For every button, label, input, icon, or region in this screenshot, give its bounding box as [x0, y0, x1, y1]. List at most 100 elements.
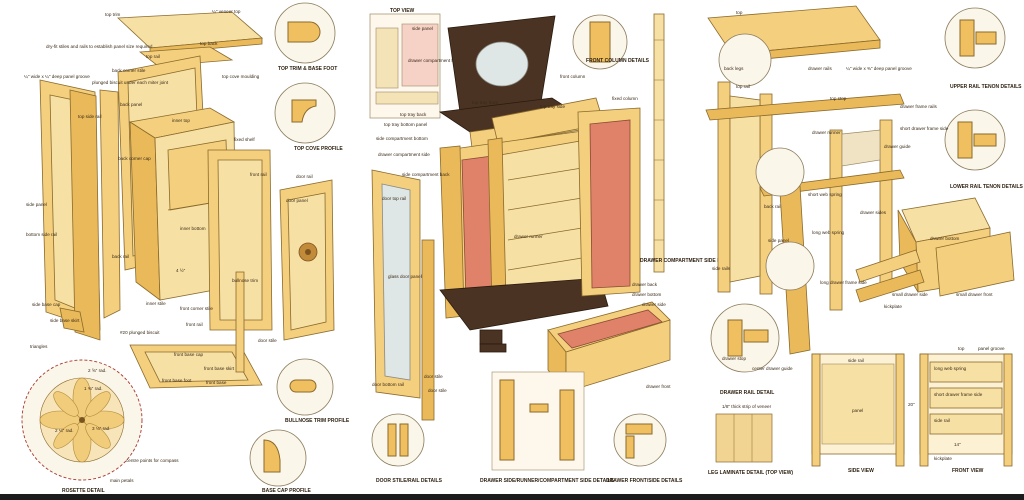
- top-view-drawing: TOP VIEW side panel drawer compartment f…: [369, 8, 461, 119]
- runner-detail-label: DRAWER SIDE/RUNNER/COMPARTMENT SIDE DETA…: [480, 478, 615, 484]
- nightstand-exploded-view: [705, 5, 1015, 355]
- drawer-detail: DRAWER FRONT/SIDE DETAILS: [606, 413, 683, 484]
- callout: small drawer side: [892, 292, 928, 297]
- door-detail: DOOR STILE/RAIL DETAILS: [371, 413, 443, 484]
- rosette-label: 1 ⅜" rad.: [84, 386, 103, 391]
- callout: inner top: [172, 118, 190, 123]
- callout: long web spring: [812, 230, 845, 235]
- callout: back rail: [764, 204, 781, 209]
- callout: drawer bottom: [632, 292, 662, 297]
- callout: top tray bottom panel: [384, 122, 427, 127]
- callout: drawer frame rails: [900, 104, 937, 109]
- callout: dry-fit stiles and rails to establish pa…: [46, 44, 153, 49]
- jewelry-box-callouts: front column top tray front top tray sid…: [372, 74, 671, 393]
- bullnose-detail-label: BULLNOSE TRIM PROFILE: [285, 418, 350, 424]
- callout: drawer bottom: [930, 236, 960, 241]
- lamination-detail-label: LEG LAMINATE DETAIL (TOP VIEW): [708, 470, 793, 476]
- callout: top cove moulding: [222, 74, 260, 79]
- view-label: side rail: [848, 358, 864, 363]
- nightstand-callouts: top drawer rails ¼" wide x ⅜" deep panel…: [712, 10, 993, 371]
- callout: front rail: [250, 172, 267, 177]
- callout: drawer back: [632, 282, 658, 287]
- callout: top side rail: [78, 114, 102, 119]
- callout: side panel: [768, 238, 789, 243]
- view-label: side rail: [934, 418, 950, 423]
- upper-rail-tenon-detail: UPPER RAIL TENON DETAILS: [944, 7, 1022, 90]
- rosette-detail-label: ROSETTE DETAIL: [62, 488, 105, 494]
- callout: short web spring: [808, 192, 842, 197]
- callout: door top rail: [382, 196, 406, 201]
- rosette-label: triangles: [30, 344, 48, 349]
- drawer-compartment-side-detail: DRAWER COMPARTMENT SIDE DETAILS: [640, 258, 739, 264]
- leg-laminate-detail: 1/8" thick strip of veneer LEG LAMINATE …: [708, 404, 793, 476]
- callout: top rail: [146, 54, 160, 59]
- callout: bullnose trim: [232, 278, 258, 283]
- callout: plunged biscuit under each miter joint: [92, 80, 169, 85]
- side-view-drawing: SIDE VIEW side rail panel: [811, 353, 905, 474]
- callout: front base: [206, 380, 227, 385]
- top-trim-detail: TOP TRIM & BASE FOOT: [274, 2, 337, 72]
- dimension-label: 14": [954, 442, 961, 447]
- callout: top rail: [736, 84, 750, 89]
- front-column-detail: FRONT COLUMN DETAILS: [572, 14, 650, 70]
- top-view-label: TOP VIEW: [390, 8, 415, 14]
- callout: front base skirt: [204, 366, 235, 371]
- side-view-label: SIDE VIEW: [848, 468, 874, 474]
- callout: ¼" wide x ⅜" deep panel groove: [846, 66, 912, 71]
- base-cap-detail-label: BASE CAP PROFILE: [262, 488, 311, 494]
- callout: drawer compartment side: [378, 152, 430, 157]
- jewelry-box-exploded-view: [371, 13, 671, 421]
- callout: back panel: [120, 102, 142, 107]
- front-view-drawing: FRONT VIEW top long web spring panel gro…: [908, 346, 1013, 474]
- top-cove-detail-label: TOP COVE PROFILE: [294, 146, 343, 152]
- column-side-detail-label: DRAWER COMPARTMENT SIDE DETAILS: [640, 258, 739, 264]
- view-label: panel groove: [978, 346, 1005, 351]
- callout: door stile: [258, 338, 277, 343]
- callout: bottom side rail: [26, 232, 57, 237]
- base-cap-detail: BASE CAP PROFILE: [249, 429, 311, 494]
- cabinet-exploded-view: [39, 11, 335, 389]
- dimension-label: 20": [908, 402, 915, 407]
- callout: fixed shelf: [234, 137, 255, 142]
- callout: drawer front: [646, 384, 671, 389]
- callout: front corner stile: [180, 306, 213, 311]
- callout: inner stile: [146, 301, 166, 306]
- callout: drawer runner: [514, 234, 543, 239]
- callout: side rails: [712, 266, 731, 271]
- callout: front base cap: [174, 352, 204, 357]
- callout: side panel: [412, 26, 433, 31]
- callout: top back: [200, 41, 218, 46]
- drawer-runner-detail: DRAWER SIDE/RUNNER/COMPARTMENT SIDE DETA…: [480, 371, 615, 484]
- callout: door bottom rail: [372, 382, 404, 387]
- callout: front base foot: [162, 378, 192, 383]
- callout: top trim: [105, 12, 120, 17]
- callout: top tray back: [400, 112, 427, 117]
- callout: door stile: [428, 388, 447, 393]
- view-label: short drawer frame side: [934, 392, 983, 397]
- callout: long drawer frame side: [820, 280, 867, 285]
- callout: door stile: [424, 374, 443, 379]
- door-detail-label: DOOR STILE/RAIL DETAILS: [376, 478, 443, 484]
- view-label: panel: [852, 408, 863, 413]
- callout: back rail: [112, 254, 129, 259]
- callout: drawer runner: [812, 130, 841, 135]
- callout: small drawer front: [956, 292, 993, 297]
- view-label: top: [958, 346, 965, 351]
- callout: back legs: [724, 66, 744, 71]
- view-label: long web spring: [934, 366, 967, 371]
- top-trim-detail-label: TOP TRIM & BASE FOOT: [278, 66, 337, 72]
- callout: side compartment bottom: [376, 136, 428, 141]
- veneer-label: 1/8" thick strip of veneer: [722, 404, 772, 409]
- upper-rail-detail-label: UPPER RAIL TENON DETAILS: [950, 84, 1022, 90]
- bottom-bar: [0, 494, 1024, 500]
- callout: back corner cap: [118, 156, 151, 161]
- callout: drawer rails: [808, 66, 832, 71]
- callout: top tray side: [540, 104, 565, 109]
- callout: drawer stop: [722, 356, 746, 361]
- callout: door panel: [286, 198, 308, 203]
- callout: fixed column: [612, 96, 638, 101]
- callout: drawer guide: [884, 144, 911, 149]
- drawer-rail-detail: DRAWER RAIL DETAIL: [710, 303, 780, 396]
- view-label: kickplate: [934, 456, 952, 461]
